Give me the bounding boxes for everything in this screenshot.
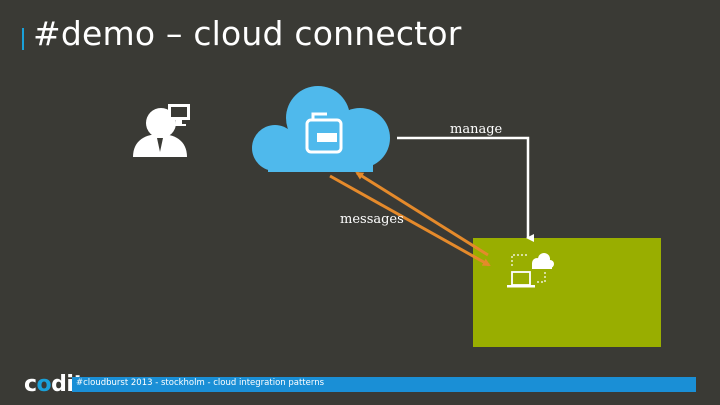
manage-arrow (397, 136, 534, 242)
title-accent-bar (22, 28, 24, 50)
slide-title: #demo – cloud connector (33, 14, 462, 53)
message-arrow-down (329, 174, 491, 267)
manage-label: manage (450, 122, 503, 137)
message-arrow-up (355, 171, 489, 257)
messages-label: messages (340, 212, 404, 227)
cloud-icon (252, 86, 390, 172)
onprem-box (473, 238, 661, 347)
onprem-connector-icon (507, 253, 554, 288)
connector-icon (305, 112, 343, 154)
codit-logo: codit (24, 372, 84, 397)
footer-bar: #cloudburst 2013 - stockholm - cloud int… (72, 377, 696, 392)
footer-text: #cloudburst 2013 - stockholm - cloud int… (76, 378, 325, 388)
admin-person-icon (133, 104, 190, 157)
